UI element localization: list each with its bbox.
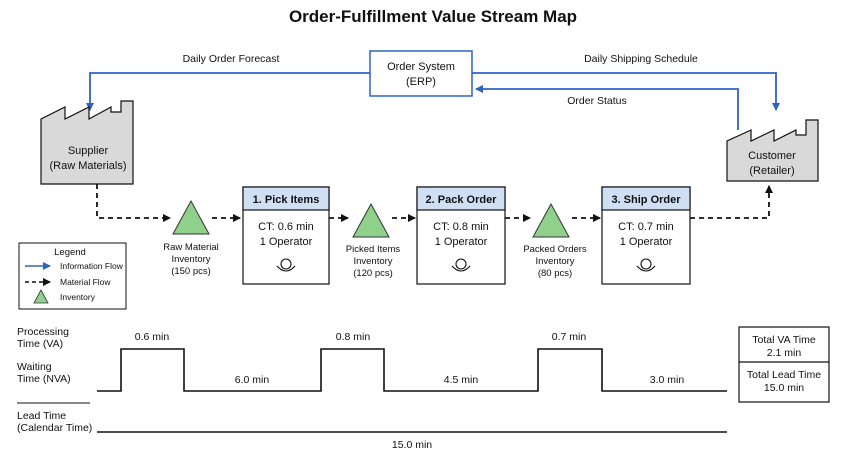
inventory-label-line1: Picked Items (346, 244, 401, 255)
waiting-time-label-line2: Time (NVA) (17, 373, 71, 385)
va-time-ship: 0.7 min (552, 331, 587, 343)
order-system-box (369, 50, 473, 97)
total-va-value: 2.1 min (767, 347, 802, 359)
inventory-raw-material: Raw Material Inventory (150 pcs) (163, 199, 219, 277)
process-operators: 1 Operator (435, 236, 488, 248)
lead-time-total: 15.0 min (392, 439, 432, 451)
process-pack-order: 2. Pack Order CT: 0.8 min 1 Operator (416, 186, 506, 285)
customer-name: Customer (748, 150, 796, 162)
inventory-triangle-icon (532, 202, 570, 238)
shipping-schedule-flow-arrow (472, 72, 780, 111)
lead-time-label-line1: Lead Time (17, 410, 66, 422)
process-name: 2. Pack Order (426, 194, 498, 206)
total-lead-value: 15.0 min (764, 382, 804, 394)
processing-time-label-line1: Processing (17, 326, 69, 338)
process-operators: 1 Operator (620, 236, 673, 248)
supplier-name: Supplier (68, 145, 109, 157)
legend-material-flow-label: Material Flow (60, 277, 111, 287)
process-cycle-time: CT: 0.8 min (433, 221, 489, 233)
supplier-sub: (Raw Materials) (49, 160, 126, 172)
va-time-pack: 0.8 min (336, 331, 371, 343)
total-va-label: Total VA Time (752, 334, 816, 346)
customer-sub: (Retailer) (749, 165, 794, 177)
material-flow-supplier-to-inventory (96, 184, 171, 222)
summary-frame (738, 326, 830, 403)
forecast-flow-arrow (86, 72, 370, 111)
timeline-step-line (97, 348, 727, 392)
inventory-label-line2: Inventory (171, 254, 210, 265)
process-header (416, 186, 506, 211)
inventory-label-line3: (150 pcs) (171, 266, 211, 277)
total-lead-label: Total Lead Time (747, 369, 821, 381)
process-name: 1. Pick Items (253, 194, 320, 206)
inventory-label-line2: Inventory (353, 256, 392, 267)
va-time-pick: 0.6 min (135, 331, 170, 343)
customer-factory: Customer (Retailer) (726, 119, 819, 182)
inventory-packed-orders: Packed Orders Inventory (80 pcs) (523, 202, 587, 279)
legend-title: Legend (54, 247, 86, 258)
processing-time-label-line2: Time (VA) (17, 338, 63, 350)
supplier-factory: Supplier (Raw Materials) (40, 100, 134, 185)
shipping-schedule-flow-label: Daily Shipping Schedule (584, 53, 698, 65)
order-system: Order System (ERP) (369, 50, 473, 97)
legend-info-flow-label: Information Flow (60, 261, 124, 271)
page-title: Order-Fulfillment Value Stream Map (289, 7, 577, 26)
process-cycle-time: CT: 0.7 min (618, 221, 674, 233)
material-flow-ship-to-customer (690, 185, 773, 219)
operator-icon (276, 258, 296, 272)
process-header (601, 186, 691, 211)
customer-factory-icon (726, 119, 819, 182)
order-status-flow-arrow (475, 85, 739, 130)
nva-time-3: 3.0 min (650, 374, 685, 386)
inventory-triangle-icon (172, 199, 210, 235)
inventory-label-line1: Packed Orders (523, 244, 587, 255)
supplier-factory-icon (40, 100, 134, 185)
process-pick-items: 1. Pick Items CT: 0.6 min 1 Operator (242, 186, 330, 285)
nva-time-2: 4.5 min (444, 374, 479, 386)
information-flows: Daily Order Forecast Daily Shipping Sche… (86, 53, 780, 130)
process-cycle-time: CT: 0.6 min (258, 221, 314, 233)
inventory-picked-items: Picked Items Inventory (120 pcs) (346, 202, 401, 279)
process-ship-order: 3. Ship Order CT: 0.7 min 1 Operator (601, 186, 691, 285)
order-status-flow-label: Order Status (567, 95, 627, 107)
process-operators: 1 Operator (260, 236, 313, 248)
forecast-flow-label: Daily Order Forecast (183, 53, 280, 65)
order-system-sub: (ERP) (406, 76, 436, 88)
timeline-labels: Processing Time (VA) Waiting Time (NVA) … (17, 326, 92, 434)
legend: Legend Information Flow Material Flow In… (18, 242, 127, 310)
process-name: 3. Ship Order (611, 194, 681, 206)
material-flows (96, 184, 773, 222)
nva-time-1: 6.0 min (235, 374, 270, 386)
operator-icon (636, 258, 656, 272)
summary-box: Total VA Time 2.1 min Total Lead Time 15… (738, 326, 830, 403)
waiting-time-label-line1: Waiting (17, 361, 52, 373)
operator-icon (451, 258, 471, 272)
legend-inventory-triangle-icon (33, 289, 49, 304)
order-system-name: Order System (387, 61, 455, 73)
timeline-ladder: 0.6 min 0.8 min 0.7 min 6.0 min 4.5 min … (97, 331, 727, 451)
inventory-triangle-icon (352, 202, 390, 238)
inventory-label-line3: (80 pcs) (538, 268, 572, 279)
inventory-label-line1: Raw Material (163, 242, 218, 253)
inventory-label-line3: (120 pcs) (353, 268, 393, 279)
lead-time-label-line2: (Calendar Time) (17, 422, 92, 434)
process-header (242, 186, 330, 211)
inventory-label-line2: Inventory (535, 256, 574, 267)
legend-inventory-label: Inventory (60, 292, 96, 302)
